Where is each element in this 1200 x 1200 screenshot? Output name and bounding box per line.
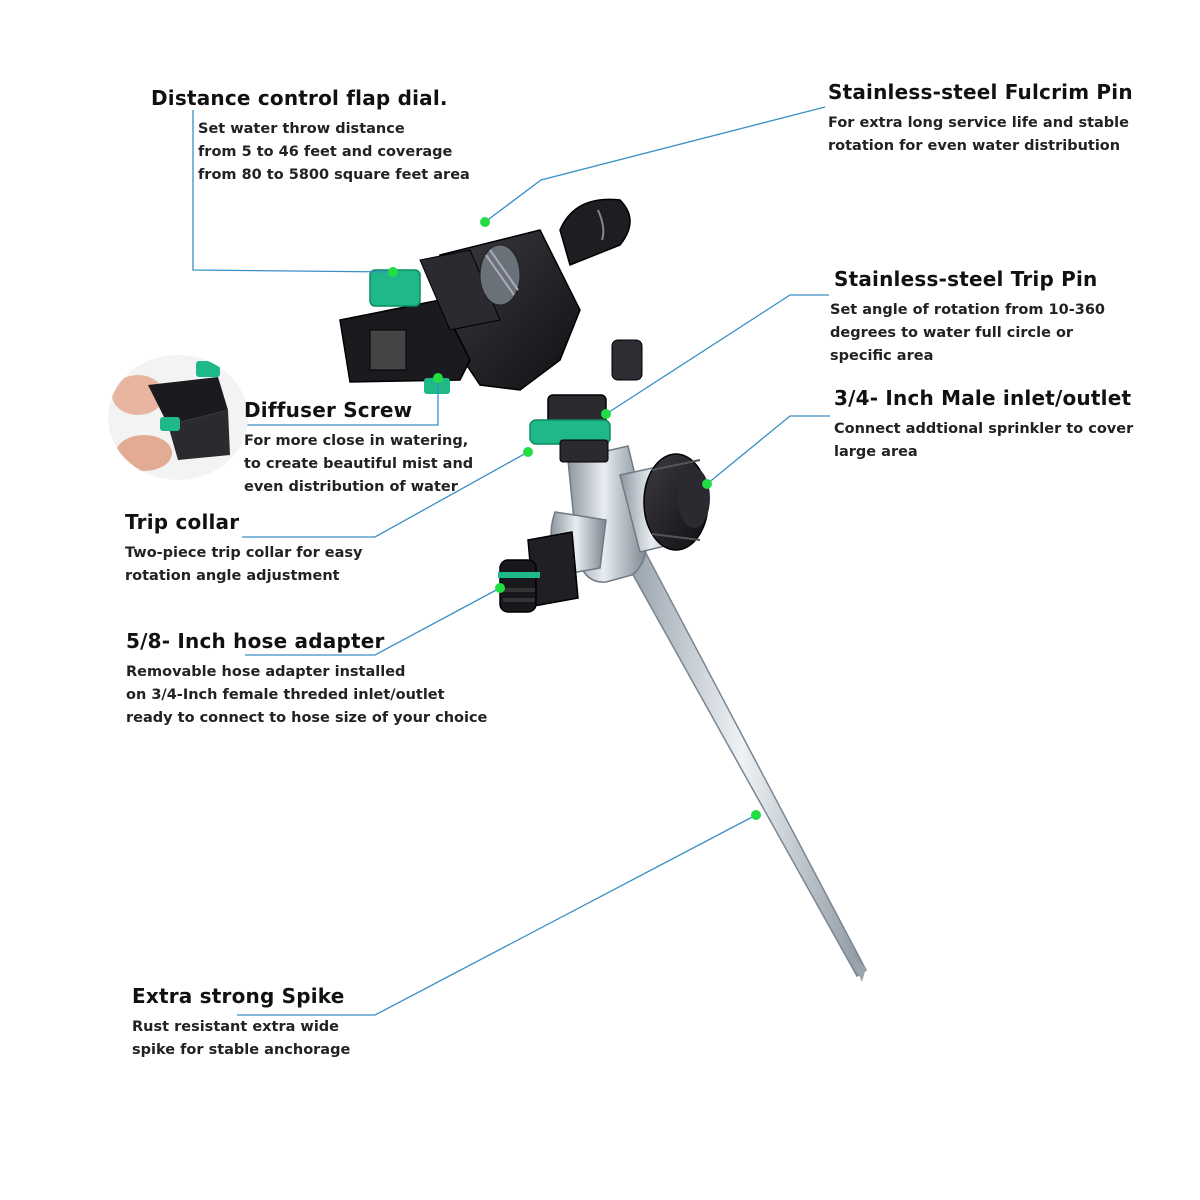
marker-hose-adapter bbox=[495, 583, 505, 593]
leader-lines bbox=[192, 106, 830, 1016]
callout-title: Stainless-steel Fulcrim Pin bbox=[828, 80, 1133, 104]
callout-description: Set angle of rotation from 10-360 degree… bbox=[830, 299, 1105, 368]
callout-fulcrum-pin: Stainless-steel Fulcrim Pin For extra lo… bbox=[828, 80, 1133, 158]
desc-line: from 80 to 5800 square feet area bbox=[198, 167, 470, 183]
desc-line: Connect addtional sprinkler to cover bbox=[834, 421, 1134, 437]
marker-distance bbox=[388, 267, 398, 277]
marker-fulcrum bbox=[480, 217, 490, 227]
marker-trip-pin bbox=[601, 409, 611, 419]
callout-description: For more close in watering, to create be… bbox=[244, 430, 473, 499]
leader-distance-dial bbox=[192, 110, 394, 273]
desc-line: even distribution of water bbox=[244, 479, 458, 495]
desc-line: on 3/4-Inch female threded inlet/outlet bbox=[126, 687, 445, 703]
callout-title: Trip collar bbox=[125, 510, 240, 534]
desc-line: from 5 to 46 feet and coverage bbox=[198, 144, 453, 160]
callout-title: Distance control flap dial. bbox=[151, 86, 448, 110]
leader-fulcrum-pin bbox=[484, 106, 826, 223]
marker-spike bbox=[751, 810, 761, 820]
leader-trip-collar bbox=[242, 451, 529, 538]
desc-line: spike for stable anchorage bbox=[132, 1042, 351, 1058]
desc-line: rotation angle adjustment bbox=[125, 568, 340, 584]
desc-line: Set angle of rotation from 10-360 bbox=[830, 302, 1106, 318]
desc-line: Rust resistant extra wide bbox=[132, 1019, 340, 1035]
spike-shape bbox=[616, 541, 867, 982]
hose-adapter-shape bbox=[498, 531, 579, 613]
callout-hose-adapter: 5/8- Inch hose adapter Removable hose ad… bbox=[126, 629, 487, 730]
marker-diffuser bbox=[433, 373, 443, 383]
callout-title: Diffuser Screw bbox=[244, 398, 413, 422]
callout-title: 3/4- Inch Male inlet/outlet bbox=[834, 386, 1132, 410]
callout-description: Connect addtional sprinkler to cover lar… bbox=[834, 418, 1133, 464]
desc-line: Set water throw distance bbox=[198, 121, 405, 137]
callout-description: Two-piece trip collar for easy rotation … bbox=[125, 542, 362, 588]
diffuser-inset-photo bbox=[108, 355, 248, 480]
male-inlet-cap bbox=[643, 453, 710, 551]
marker-trip-collar bbox=[523, 447, 533, 457]
desc-line: large area bbox=[834, 444, 918, 460]
callout-trip-collar: Trip collar Two-piece trip collar for ea… bbox=[125, 510, 362, 588]
sprinkler-head bbox=[339, 198, 643, 394]
desc-line: specific area bbox=[830, 348, 934, 364]
desc-line: to create beautiful mist and bbox=[244, 456, 474, 472]
callout-trip-pin: Stainless-steel Trip Pin Set angle of ro… bbox=[830, 267, 1105, 368]
callout-title: Extra strong Spike bbox=[132, 984, 345, 1008]
callout-spike: Extra strong Spike Rust resistant extra … bbox=[132, 984, 350, 1062]
callout-description: Set water throw distance from 5 to 46 fe… bbox=[151, 118, 470, 187]
marker-male-inlet bbox=[702, 479, 712, 489]
callout-description: For extra long service life and stable r… bbox=[828, 112, 1133, 158]
callout-diffuser-screw: Diffuser Screw For more close in waterin… bbox=[244, 398, 473, 499]
leader-diffuser bbox=[242, 378, 439, 426]
desc-line: For more close in watering, bbox=[244, 433, 469, 449]
trip-collar-shape bbox=[529, 394, 611, 463]
marker-dots bbox=[388, 217, 761, 820]
desc-line: degrees to water full circle or bbox=[830, 325, 1074, 341]
desc-line: rotation for even water distribution bbox=[828, 138, 1121, 154]
callout-male-inlet: 3/4- Inch Male inlet/outlet Connect addt… bbox=[834, 386, 1133, 464]
desc-line: Removable hose adapter installed bbox=[126, 664, 406, 680]
desc-line: For extra long service life and stable bbox=[828, 115, 1129, 131]
leader-male-inlet bbox=[706, 415, 830, 485]
callout-distance-dial: Distance control flap dial. Set water th… bbox=[151, 86, 470, 187]
callout-title: 5/8- Inch hose adapter bbox=[126, 629, 385, 653]
leader-hose-adapter bbox=[245, 587, 501, 656]
callout-description: Removable hose adapter installed on 3/4-… bbox=[126, 661, 487, 730]
desc-line: ready to connect to hose size of your ch… bbox=[126, 710, 488, 726]
desc-line: Two-piece trip collar for easy bbox=[125, 545, 363, 561]
leader-trip-pin bbox=[605, 294, 829, 415]
leader-spike bbox=[237, 814, 757, 1016]
callout-description: Rust resistant extra wide spike for stab… bbox=[132, 1016, 350, 1062]
callout-title: Stainless-steel Trip Pin bbox=[834, 267, 1098, 291]
